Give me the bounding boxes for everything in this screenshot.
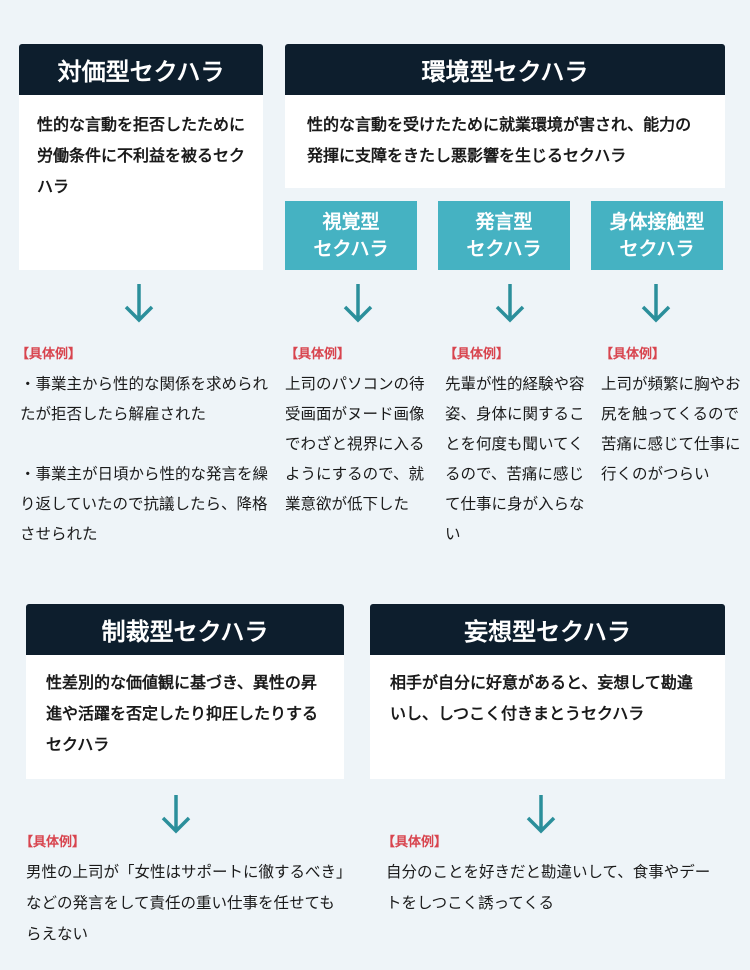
delusion-title: 妄想型セクハラ	[370, 604, 725, 655]
example-label: 【具体例】	[285, 347, 351, 362]
physical-type-example: 上司が頻繁に胸やお尻を触ってくるので苦痛に感じて仕事に行くのがつらい	[601, 375, 741, 483]
arrow-down-icon	[341, 282, 375, 324]
arrow-down-icon	[639, 282, 673, 324]
delusion-description: 相手が自分に好意があると、妄想して勘違いし、しつこく付きまとうセクハラ	[370, 655, 725, 779]
visual-type-example: 上司のパソコンの待受画面がヌード画像でわざと視界に入るようにするので、就業意欲が…	[285, 375, 425, 513]
sanction-example: 男性の上司が「女性はサポートに徹するべき」などの発言をして責任の重い仕事を任せて…	[26, 863, 344, 943]
visual-type-box: 視覚型 セクハラ	[285, 201, 417, 270]
sanction-description: 性差別的な価値観に基づき、異性の昇進や活躍を否定したり抑圧したりするセクハラ	[26, 655, 344, 779]
example-label: 【具体例】	[600, 347, 666, 362]
environment-title: 環境型セクハラ	[285, 44, 725, 95]
environment-description: 性的な言動を受けたために就業環境が害され、能力の発揮に支障をきたし悪影響を生じる…	[285, 95, 725, 188]
arrow-down-icon	[159, 793, 193, 835]
example-label: 【具体例】	[382, 835, 448, 850]
quid-pro-quo-title: 対価型セクハラ	[19, 44, 263, 95]
quid-pro-quo-description: 性的な言動を拒否したために労働条件に不利益を被るセクハラ	[19, 95, 263, 270]
example-label: 【具体例】	[16, 347, 82, 362]
sanction-title: 制裁型セクハラ	[26, 604, 344, 655]
example-label: 【具体例】	[20, 835, 86, 850]
physical-type-box: 身体接触型 セクハラ	[591, 201, 723, 270]
quid-pro-quo-examples: ・事業主から性的な関係を求められたが拒否したら解雇された ・事業主が日頃から性的…	[20, 375, 269, 543]
verbal-type-example: 先輩が性的経験や容姿、身体に関することを何度も聞いてくるので、苦痛に感じて仕事に…	[445, 375, 585, 543]
example-label: 【具体例】	[444, 347, 510, 362]
delusion-example: 自分のことを好きだと勘違いして、食事やデートをしつこく誘ってくる	[386, 863, 711, 912]
verbal-type-box: 発言型 セクハラ	[438, 201, 570, 270]
arrow-down-icon	[122, 282, 156, 324]
arrow-down-icon	[493, 282, 527, 324]
arrow-down-icon	[524, 793, 558, 835]
